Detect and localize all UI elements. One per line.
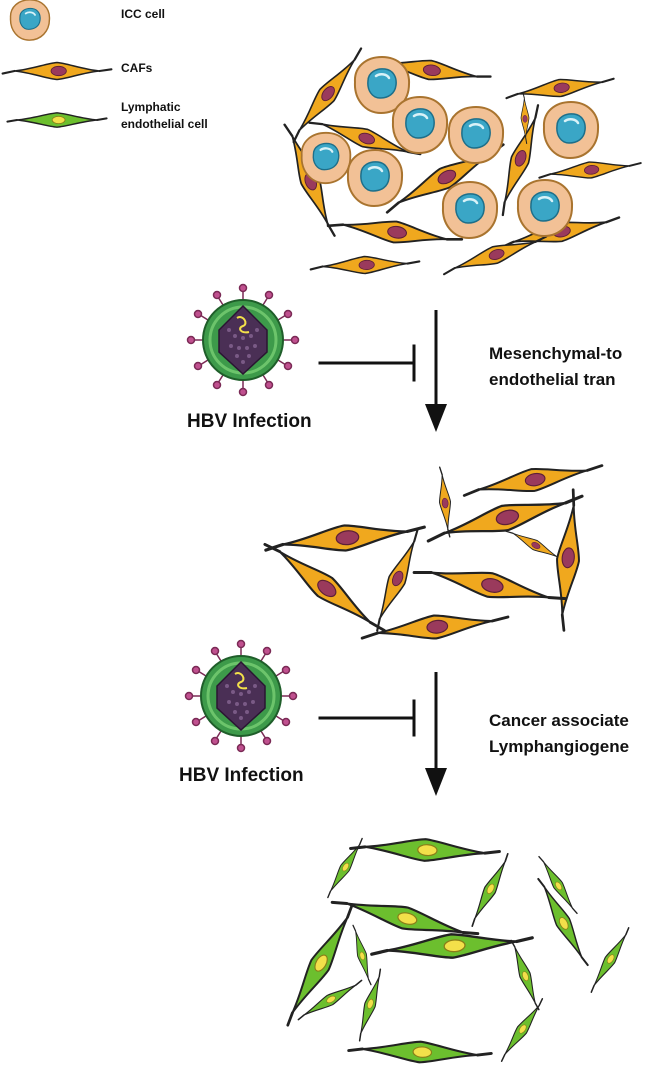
caf-cell [410,555,570,615]
caf-cell [262,515,428,561]
tumor-cluster [277,42,643,281]
lec-cell [275,899,365,1031]
caf-cell [435,465,455,539]
icc-cell [441,180,499,240]
step-1-line2: endothelial tran [489,370,616,389]
caf-cell [537,155,643,185]
step-2-line2: Lymphangiogene [489,737,630,756]
legend-icc-icon [9,0,51,42]
legend-lymphatic-line2: endothelial cell [121,117,208,131]
icc-cell [300,131,352,185]
hbv-virus-icon [184,639,298,753]
legend-lymphatic-line1: Lymphatic [121,100,181,114]
down-arrow [425,310,447,432]
icc-cell [391,95,449,155]
legend-lec-icon [6,111,108,129]
legend-cafs-label: CAFs [121,61,153,75]
legend-caf-icon [1,61,113,81]
lec-cell [465,850,515,930]
lec-cell [495,995,549,1065]
step-2-line1: Cancer associate [489,711,629,730]
inhibition-marker [318,699,416,737]
lec-cell [369,927,535,965]
hbv-label: HBV Infection [179,765,304,786]
caf-cell [548,487,588,633]
caf-network [258,455,606,648]
lymphatic-network [275,833,636,1068]
legend-lymphatic-label: Lymphatic endothelial cell [121,99,208,133]
step-1-label: Mesenchymal-to endothelial tran [489,341,653,393]
step-1-line1: Mesenchymal-to [489,344,623,363]
lec-cell [346,1036,494,1068]
caf-cell [325,210,465,254]
icc-cell [447,105,505,165]
legend-icc-label: ICC cell [121,7,166,21]
hbv-label: HBV Infection [187,411,312,432]
hbv-virus-icon [186,283,300,397]
lec-cell [348,833,502,867]
caf-cell [366,525,428,635]
icc-cell [542,100,600,160]
lec-cell [506,937,544,1013]
caf-cell [309,253,421,277]
icc-cell [346,148,404,208]
inhibition-marker [318,344,416,382]
down-arrow [425,672,447,796]
icc-cell [516,178,574,238]
lec-cell [584,924,636,996]
lec-cell [352,967,388,1043]
step-2-label: Cancer associate Lymphangiogene [489,708,653,760]
caf-cell [503,70,617,106]
